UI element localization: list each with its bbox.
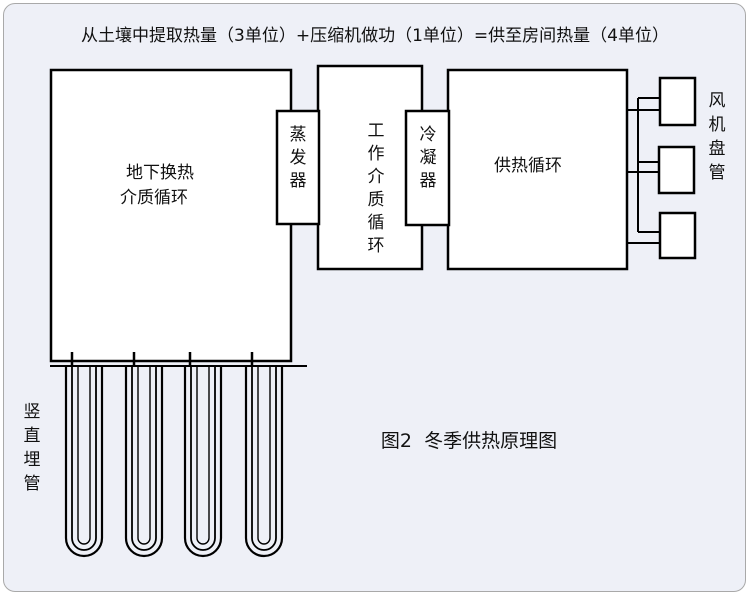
- working-medium-char: 质: [368, 190, 385, 210]
- underground-loop-label-line1: 地下换热: [126, 163, 194, 183]
- working-medium-char: 循: [368, 213, 385, 233]
- fan-coil-unit-2: [657, 145, 696, 195]
- fan-coil-char: 机: [709, 115, 726, 135]
- vertical-u-pipe: [124, 366, 164, 558]
- working-medium-loop-box: [316, 64, 424, 271]
- condenser-char: 器: [420, 171, 437, 191]
- evaporator-char: 发: [290, 148, 307, 168]
- working-medium-char: 工: [368, 121, 385, 141]
- underground-loop-label-line2: 介质循环: [120, 188, 188, 208]
- fan-coil-unit-1: [658, 76, 697, 127]
- fan-coil-char: 盘: [709, 139, 726, 159]
- condenser-char: 凝: [420, 148, 437, 168]
- vertical-u-pipe: [183, 366, 223, 558]
- vertical-pipe-char: 直: [24, 426, 41, 446]
- evaporator-char: 蒸: [290, 125, 307, 145]
- evaporator-label: 蒸 发 器: [290, 125, 307, 191]
- vertical-pipe-char: 竖: [24, 402, 41, 422]
- fan-coil-char: 管: [709, 163, 726, 183]
- working-medium-char: 作: [368, 144, 385, 164]
- condenser-box: [404, 109, 451, 227]
- fan-coil-manifold: [626, 97, 660, 244]
- vertical-pipe-char: 埋: [24, 450, 41, 470]
- underground-loop-box: [49, 68, 293, 363]
- figure-caption: 图2 冬季供热原理图: [381, 430, 557, 452]
- ground-header: [50, 352, 307, 367]
- evaporator-box: [275, 109, 321, 226]
- fan-coil-unit-3: [658, 211, 697, 260]
- vertical-u-pipe: [244, 366, 284, 558]
- condenser-label: 冷 凝 器: [420, 125, 437, 191]
- working-medium-label: 工 作 介 质 循 环: [368, 121, 385, 256]
- heating-loop-label: 供热循环: [494, 156, 562, 176]
- working-medium-char: 环: [368, 236, 385, 256]
- vertical-pipe-char: 管: [24, 474, 41, 494]
- vertical-pipe-label: 竖 直 埋 管: [24, 402, 41, 494]
- vertical-u-pipe: [64, 366, 104, 558]
- fan-coil-label: 风 机 盘 管: [709, 91, 726, 183]
- evaporator-char: 器: [290, 171, 307, 191]
- condenser-char: 冷: [420, 125, 437, 145]
- header-equation: 从土壤中提取热量（3单位）+压缩机做功（1单位）=供至房间热量（4单位）: [81, 25, 669, 46]
- working-medium-char: 介: [368, 167, 385, 187]
- fan-coil-char: 风: [709, 91, 726, 111]
